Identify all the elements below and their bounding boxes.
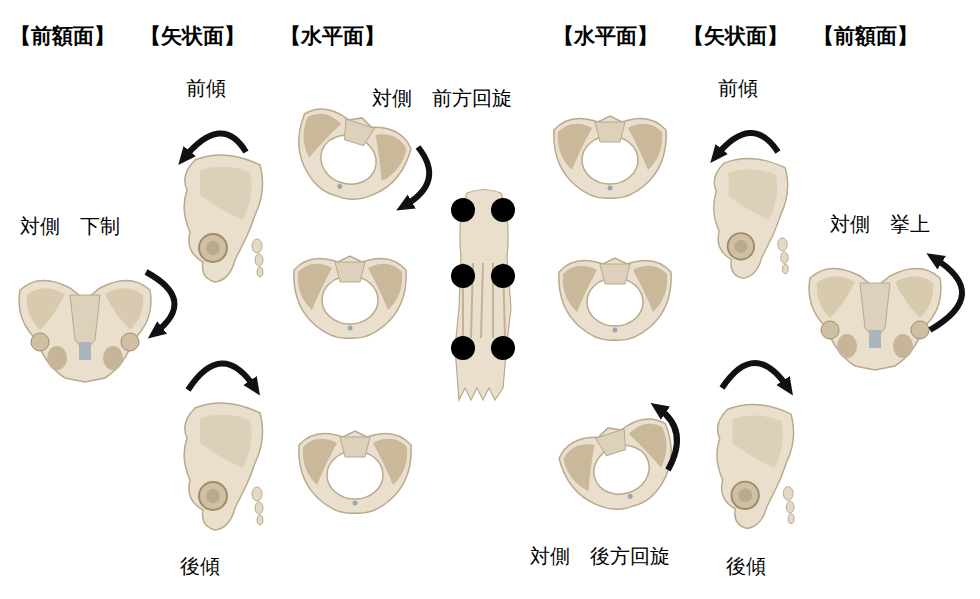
- motion-label: 前傾: [186, 76, 226, 100]
- plane-heading: 【矢状面】: [140, 24, 245, 49]
- plane-heading: 【前額面】: [813, 24, 918, 49]
- motion-label: 対側 前方回旋: [372, 86, 512, 110]
- motion-label: 後傾: [180, 554, 220, 578]
- plane-heading: 【前額面】: [10, 24, 115, 49]
- motion-label: 対側 挙上: [830, 212, 930, 236]
- motion-label: 対側 後方回旋: [530, 544, 670, 568]
- plane-heading: 【水平面】: [280, 24, 385, 49]
- plane-heading: 【矢状面】: [683, 24, 788, 49]
- motion-label: 前傾: [718, 76, 758, 100]
- motion-label: 対側 下制: [20, 214, 120, 238]
- motion-label: 後傾: [726, 554, 766, 578]
- plane-heading: 【水平面】: [553, 24, 658, 49]
